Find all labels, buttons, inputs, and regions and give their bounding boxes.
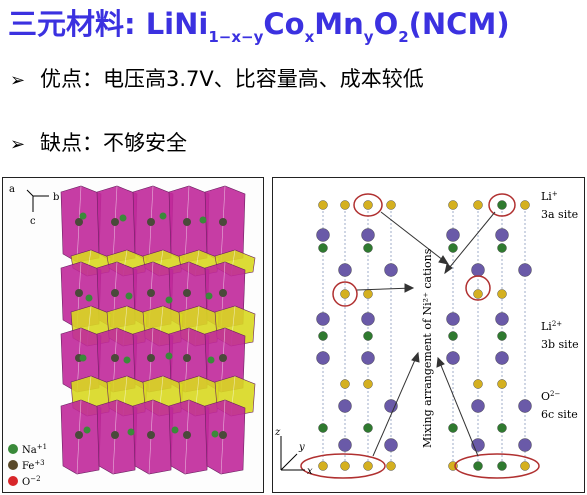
bullet-advantages: ➢ 优点：电压高3.7V、比容量高、成本较低: [10, 64, 424, 96]
arrows: [356, 211, 496, 457]
axis-b-label: b: [53, 192, 59, 203]
axis-y-label: y: [298, 442, 305, 453]
legend-fe-label: Fe+3: [22, 459, 45, 472]
site-o-label: O2−: [541, 390, 560, 403]
bullet-text: 缺点：不够安全: [40, 131, 187, 155]
bullet-arrow-icon: ➢: [10, 70, 26, 91]
bullet-disadvantages: ➢ 缺点：不够安全: [10, 128, 187, 160]
site-3a-label: 3a site: [541, 208, 578, 221]
site-li-label: Li+: [541, 190, 558, 203]
mixing-label: Mixing arrangement of Ni²⁺ cations: [421, 248, 434, 448]
legend-fe-dot: [8, 460, 18, 470]
title-co: Co: [263, 7, 305, 41]
legend-na-label: Na+1: [22, 443, 47, 456]
axis-c-label: c: [30, 216, 36, 227]
crystal-structure-svg: a b c Na+1 Fe+3 O−2: [3, 178, 263, 492]
legend-na-dot: [8, 444, 18, 454]
site-li3b-label: Li2+: [541, 320, 562, 333]
crystal-structure-figure: a b c Na+1 Fe+3 O−2: [2, 177, 264, 493]
cation-mixing-figure: Mixing arrangement of Ni²⁺ cations Li+ 3…: [272, 177, 585, 493]
title-prefix: 三元材料: LiNi: [8, 7, 209, 41]
bullet-arrow-icon: ➢: [10, 134, 26, 155]
cation-mixing-svg: Mixing arrangement of Ni²⁺ cations Li+ 3…: [273, 178, 584, 492]
highlight-rings: [300, 193, 540, 479]
legend-o-dot: [8, 476, 18, 486]
slide-title: 三元材料: LiNi1−x−yCoxMnyO2(NCM): [8, 4, 510, 57]
axes-indicator: [26, 189, 49, 212]
title-mn: Mn: [314, 7, 364, 41]
title-sub-1: 1−x−y: [208, 28, 264, 46]
cation-atoms: [316, 200, 532, 471]
xyz-axes: [280, 436, 305, 471]
atoms-group: [75, 212, 227, 439]
site-3b-label: 3b site: [541, 338, 579, 351]
axis-z-label: z: [274, 427, 281, 438]
legend-o-label: O−2: [22, 475, 41, 488]
axis-a-label: a: [9, 184, 15, 195]
bullet-text: 优点：电压高3.7V、比容量高、成本较低: [40, 67, 424, 91]
site-6c-label: 6c site: [541, 408, 578, 421]
title-sub-3: y: [363, 28, 374, 46]
title-o: O: [373, 7, 399, 41]
title-suffix: (NCM): [408, 7, 510, 41]
title-sub-4: 2: [398, 28, 409, 46]
legend: Na+1 Fe+3 O−2: [8, 443, 47, 488]
axis-x-label: x: [307, 466, 313, 477]
title-sub-2: x: [304, 28, 315, 46]
